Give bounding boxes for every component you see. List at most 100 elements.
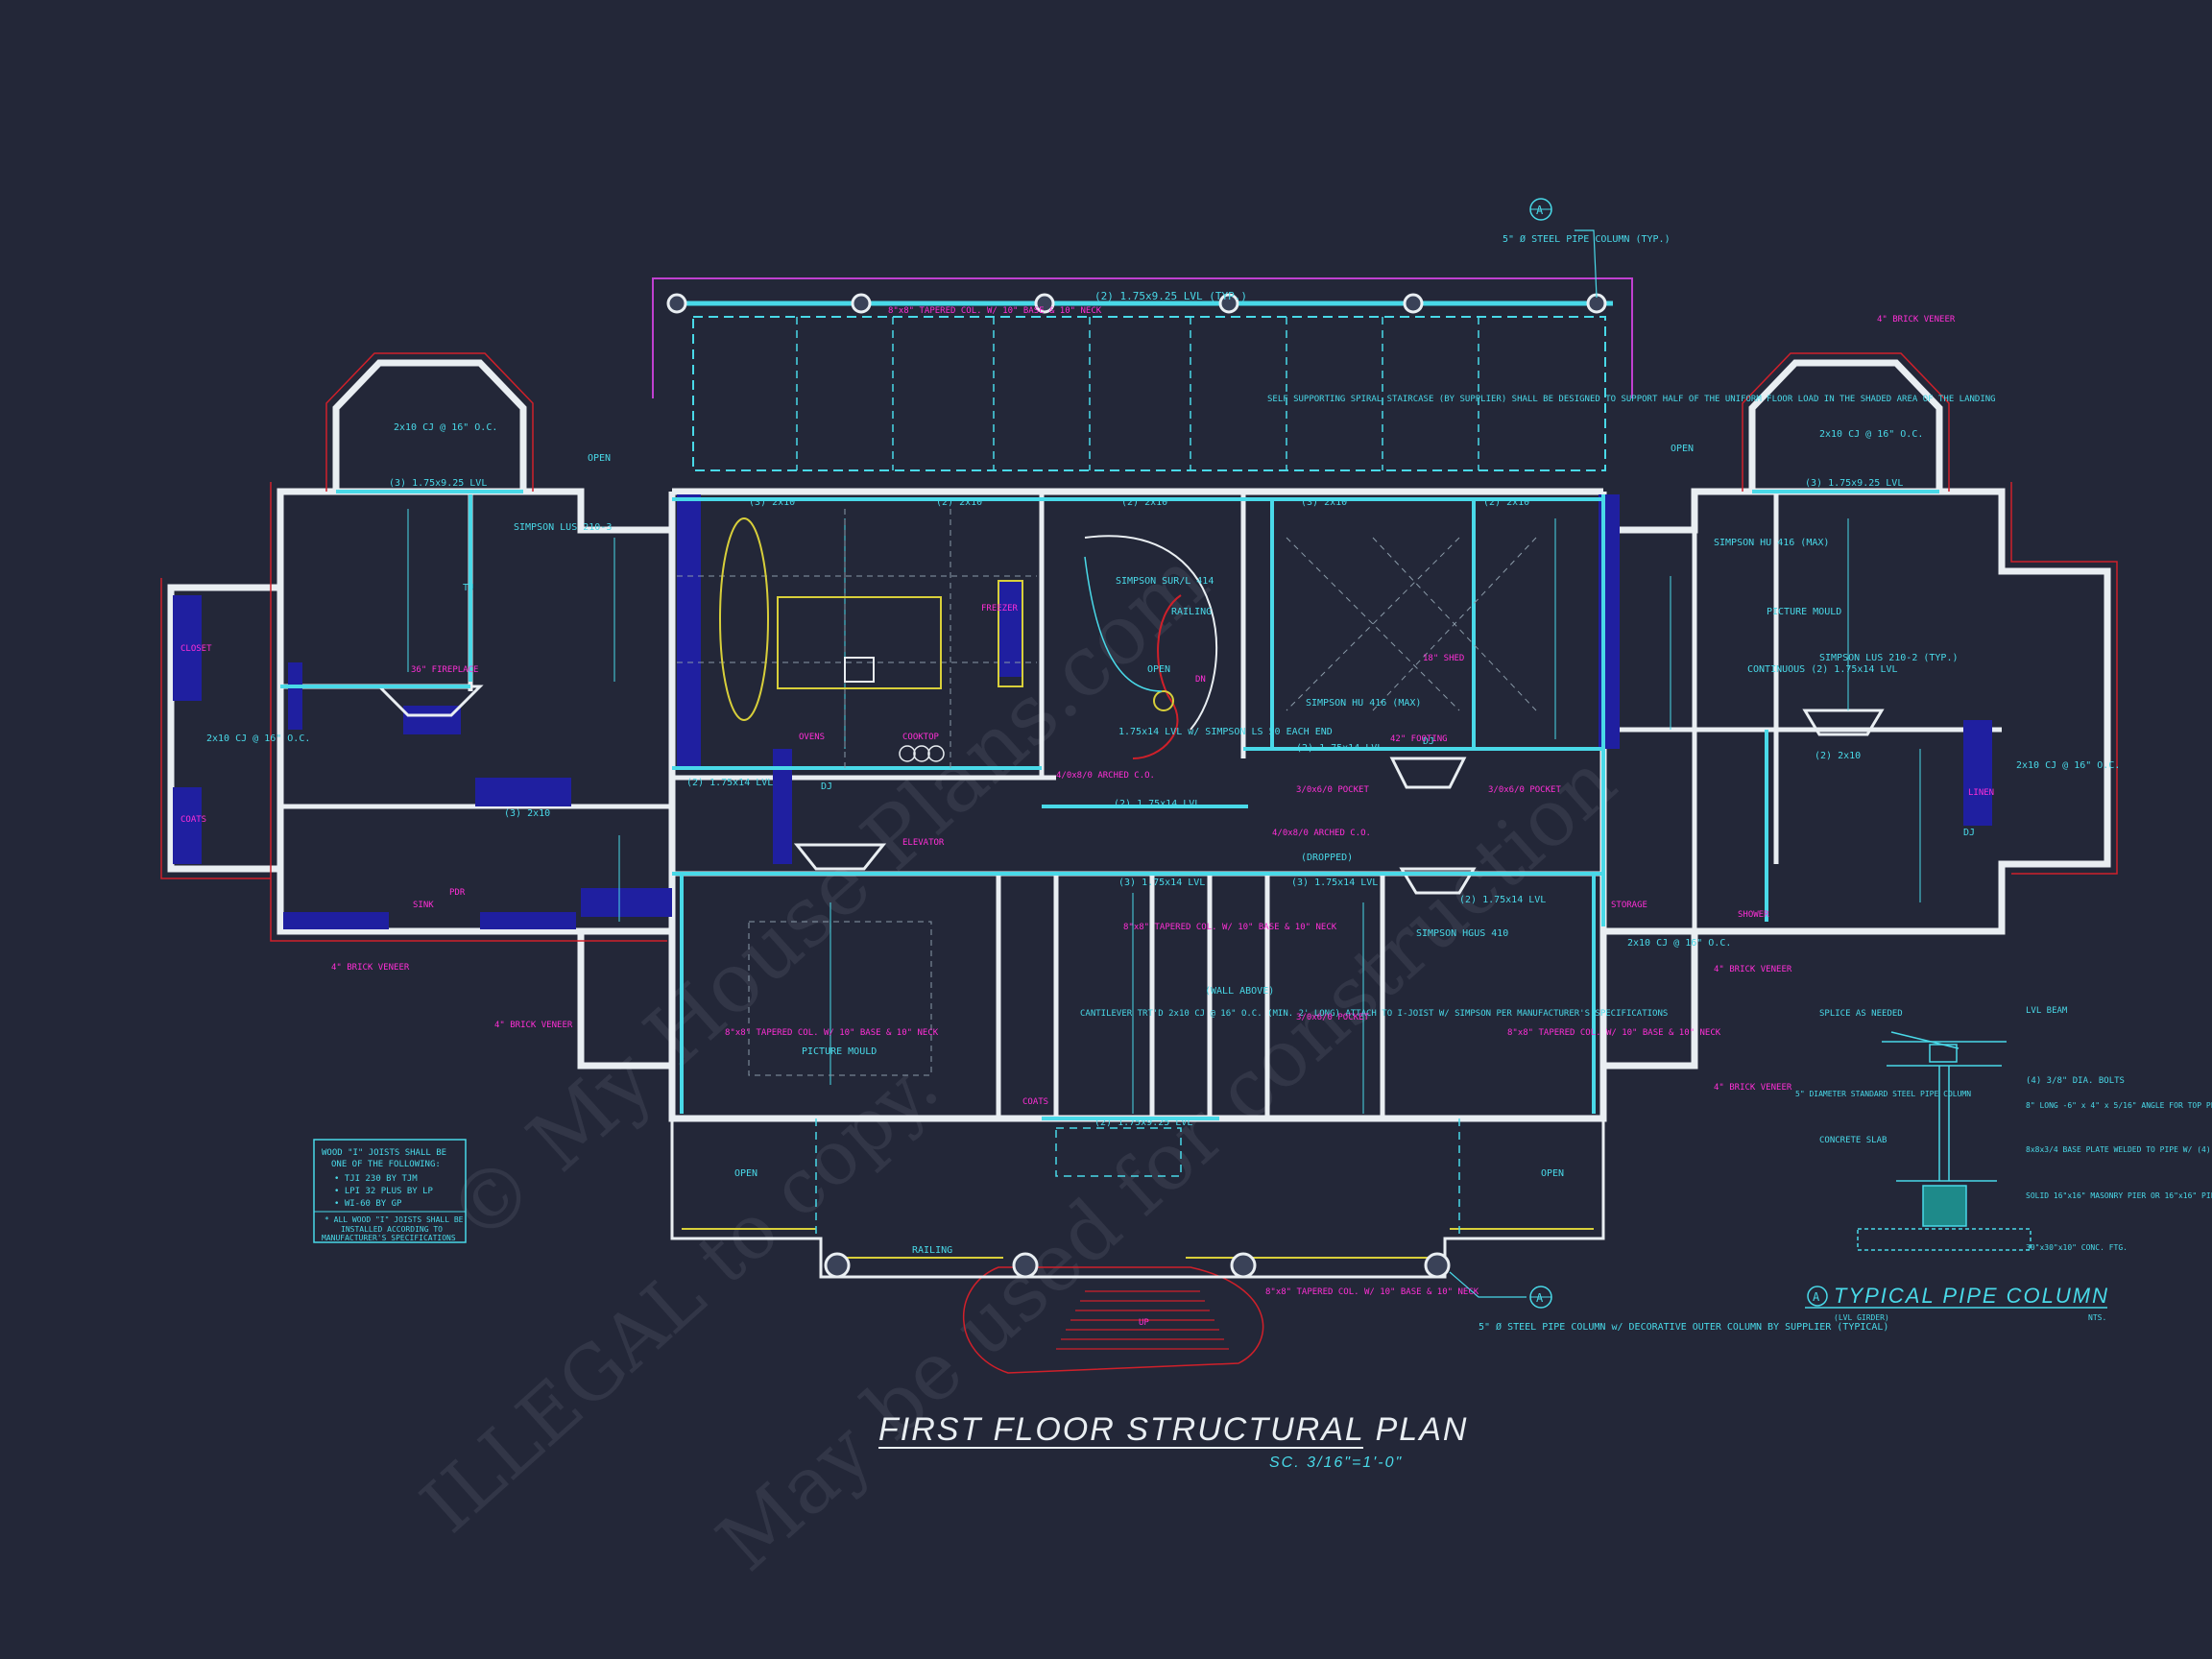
svg-text:SELF SUPPORTING SPIRAL STAIRCA: SELF SUPPORTING SPIRAL STAIRCASE (BY SUP…: [1267, 395, 1996, 404]
svg-text:A: A: [1536, 204, 1544, 217]
svg-text:• TJI 230 BY TJM: • TJI 230 BY TJM: [334, 1174, 418, 1184]
svg-text:2x10 CJ @ 16" O.C.: 2x10 CJ @ 16" O.C.: [1819, 429, 1923, 440]
svg-text:(2) 2x10: (2) 2x10: [936, 497, 982, 508]
kitchen: [719, 517, 1023, 762]
svg-text:(LVL GIRDER): (LVL GIRDER): [1834, 1313, 1889, 1322]
svg-text:SOLID 16"x16" MASONRY PIER OR: SOLID 16"x16" MASONRY PIER OR 16"x16" PI…: [2026, 1191, 2212, 1200]
svg-text:(4) 3/8" DIA. BOLTS: (4) 3/8" DIA. BOLTS: [2026, 1076, 2125, 1086]
svg-text:30"x30"x10" CONC. FTG.: 30"x30"x10" CONC. FTG.: [2026, 1243, 2128, 1252]
svg-text:(2) 1.75x14 LVL: (2) 1.75x14 LVL: [686, 778, 773, 788]
svg-text:RAILING: RAILING: [1171, 607, 1212, 617]
blue-fill-blocks: [173, 494, 1992, 929]
svg-text:4" BRICK VENEER: 4" BRICK VENEER: [331, 963, 410, 973]
svg-text:SPLICE AS NEEDED: SPLICE AS NEEDED: [1819, 1009, 1903, 1019]
svg-text:SIMPSON HGUS 410: SIMPSON HGUS 410: [1416, 928, 1508, 939]
svg-text:4/0x8/0 ARCHED C.O.: 4/0x8/0 ARCHED C.O.: [1272, 829, 1371, 838]
svg-text:CONTINUOUS (2) 1.75x14 LVL: CONTINUOUS (2) 1.75x14 LVL: [1747, 664, 1898, 675]
svg-text:• LPI 32 PLUS BY LP: • LPI 32 PLUS BY LP: [334, 1187, 434, 1196]
svg-text:8x8x3/4 BASE PLATE WELDED TO P: 8x8x3/4 BASE PLATE WELDED TO PIPE W/ (4)…: [2026, 1145, 2212, 1154]
svg-text:4" BRICK VENEER: 4" BRICK VENEER: [1877, 315, 1956, 325]
svg-text:FREEZER: FREEZER: [981, 604, 1019, 613]
svg-text:CONCRETE SLAB: CONCRETE SLAB: [1819, 1136, 1887, 1145]
svg-text:* ALL WOOD "I" JOISTS SHALL BE: * ALL WOOD "I" JOISTS SHALL BE: [325, 1215, 464, 1224]
svg-text:42" FOOTING: 42" FOOTING: [1390, 734, 1448, 744]
svg-text:(2) 1.75x9.25 LVL: (2) 1.75x9.25 LVL: [1094, 1118, 1192, 1128]
svg-text:UP: UP: [1139, 1318, 1149, 1328]
svg-text:DJ: DJ: [1423, 736, 1434, 747]
beams: [280, 490, 1939, 1120]
svg-text:SIMPSON HU 416 (MAX): SIMPSON HU 416 (MAX): [1306, 698, 1421, 709]
svg-text:(DROPPED): (DROPPED): [1301, 853, 1353, 863]
svg-text:(2) 2x10: (2) 2x10: [1121, 497, 1167, 508]
svg-text:4/0x8/0 ARCHED C.O.: 4/0x8/0 ARCHED C.O.: [1056, 771, 1155, 781]
svg-text:CLOSET: CLOSET: [180, 644, 212, 654]
svg-text:PICTURE MOULD: PICTURE MOULD: [802, 1046, 877, 1057]
svg-text:(2) 2x10: (2) 2x10: [1815, 751, 1861, 761]
svg-text:COOKTOP: COOKTOP: [902, 733, 940, 742]
svg-text:2x10 CJ @ 16" O.C.: 2x10 CJ @ 16" O.C.: [206, 733, 310, 744]
svg-text:PICTURE MOULD: PICTURE MOULD: [1767, 607, 1841, 617]
svg-text:WOOD "I" JOISTS SHALL BE: WOOD "I" JOISTS SHALL BE: [322, 1148, 446, 1158]
svg-text:4" BRICK VENEER: 4" BRICK VENEER: [494, 1021, 573, 1030]
svg-text:OVENS: OVENS: [799, 733, 825, 742]
svg-text:SINK: SINK: [413, 901, 434, 910]
svg-text:TJ: TJ: [463, 583, 474, 593]
svg-text:(3) 1.75x9.25 LVL: (3) 1.75x9.25 LVL: [1805, 478, 1903, 489]
svg-text:OPEN: OPEN: [588, 453, 611, 464]
svg-text:(3) 1.75x9.25 LVL: (3) 1.75x9.25 LVL: [389, 478, 487, 489]
svg-text:(3) 2x10: (3) 2x10: [504, 808, 550, 819]
svg-text:18" SHED: 18" SHED: [1423, 654, 1464, 663]
red-outline: [160, 352, 2118, 1374]
svg-text:ONE OF THE FOLLOWING:: ONE OF THE FOLLOWING:: [331, 1160, 441, 1169]
svg-text:4" BRICK VENEER: 4" BRICK VENEER: [1714, 1083, 1792, 1093]
svg-text:PDR: PDR: [449, 888, 466, 898]
svg-text:• WI-60 BY GP: • WI-60 BY GP: [334, 1199, 402, 1209]
spiral-staircase: [1084, 535, 1218, 759]
column-callout-top: A 5" Ø STEEL PIPE COLUMN (TYP.): [1503, 198, 1671, 299]
svg-text:DN: DN: [1195, 675, 1206, 685]
svg-text:STORAGE: STORAGE: [1611, 901, 1647, 910]
svg-text:OPEN: OPEN: [734, 1168, 757, 1179]
svg-text:(2) 2x10: (2) 2x10: [1483, 497, 1529, 508]
svg-text:A: A: [1813, 1290, 1820, 1304]
svg-text:DJ: DJ: [821, 781, 832, 792]
column-callout-bottom: A 5" Ø STEEL PIPE COLUMN w/ DECORATIVE O…: [1449, 1271, 1888, 1333]
svg-text:RAILING: RAILING: [912, 1245, 952, 1256]
porch-beam-label: (2) 1.75x9.25 LVL (TYP.): [1094, 290, 1247, 302]
svg-text:SIMPSON HU 416 (MAX): SIMPSON HU 416 (MAX): [1714, 538, 1829, 548]
svg-text:1.75x14 LVL w/ SIMPSON LS 50 E: 1.75x14 LVL w/ SIMPSON LS 50 EACH END: [1118, 727, 1333, 737]
coffered-ceiling: [677, 509, 1537, 1076]
joist-note: WOOD "I" JOISTS SHALL BE ONE OF THE FOLL…: [313, 1139, 467, 1243]
svg-text:3/0x6/0 POCKET: 3/0x6/0 POCKET: [1296, 1013, 1369, 1022]
svg-text:(2) 1.75x14 LVL: (2) 1.75x14 LVL: [1459, 895, 1546, 905]
svg-text:36" FIREPLACE: 36" FIREPLACE: [411, 665, 478, 675]
svg-text:DJ: DJ: [1963, 828, 1975, 838]
drawing-title: FIRST FLOOR STRUCTURAL PLAN: [878, 1411, 1468, 1448]
svg-text:(3) 1.75x14 LVL: (3) 1.75x14 LVL: [1291, 878, 1378, 888]
svg-text:5" Ø STEEL PIPE COLUMN (TYP.): 5" Ø STEEL PIPE COLUMN (TYP.): [1503, 233, 1671, 245]
svg-text:OPEN: OPEN: [1541, 1168, 1564, 1179]
svg-text:A: A: [1536, 1291, 1544, 1305]
svg-text:8"x8" TAPERED COL. W/ 10" BASE: 8"x8" TAPERED COL. W/ 10" BASE & 10" NEC…: [1265, 1287, 1479, 1297]
svg-text:SIMPSON LUS 210-2 (TYP.): SIMPSON LUS 210-2 (TYP.): [1819, 653, 1959, 663]
svg-text:OPEN: OPEN: [1147, 664, 1170, 675]
svg-text:8"x8" TAPERED COL. W/ 10" BASE: 8"x8" TAPERED COL. W/ 10" BASE & 10" NEC…: [888, 306, 1102, 316]
svg-text:5" DIAMETER STANDARD STEEL PIP: 5" DIAMETER STANDARD STEEL PIPE COLUMN: [1795, 1090, 1971, 1098]
cyan-labels: SELF SUPPORTING SPIRAL STAIRCASE (BY SUP…: [206, 395, 2120, 1256]
svg-text:2x10 CJ @ 16" O.C.: 2x10 CJ @ 16" O.C.: [1627, 938, 1731, 949]
svg-text:COATS: COATS: [180, 815, 206, 825]
svg-text:SHOWER: SHOWER: [1738, 910, 1769, 920]
svg-text:(WALL ABOVE): (WALL ABOVE): [1205, 986, 1274, 997]
svg-text:5" Ø STEEL PIPE COLUMN w/ DECO: 5" Ø STEEL PIPE COLUMN w/ DECORATIVE OUT…: [1479, 1321, 1888, 1333]
svg-text:INSTALLED ACCORDING TO: INSTALLED ACCORDING TO: [341, 1225, 443, 1234]
svg-text:NTS.: NTS.: [2088, 1313, 2106, 1322]
svg-text:8"x8" TAPERED COL. W/ 10" BASE: 8"x8" TAPERED COL. W/ 10" BASE & 10" NEC…: [725, 1028, 939, 1038]
svg-text:(3) 2x10: (3) 2x10: [749, 497, 795, 508]
front-porch: [670, 1118, 1605, 1350]
open-markers: OPEN OPEN OPEN OPEN OPEN: [588, 444, 1694, 1179]
drawing-title-block: FIRST FLOOR STRUCTURAL PLAN SC. 3/16"=1'…: [878, 1411, 1468, 1471]
svg-text:OPEN: OPEN: [1671, 444, 1694, 454]
svg-text:COATS: COATS: [1022, 1097, 1048, 1107]
magenta-labels: 36" FIREPLACE 42" FOOTING 18" SHED CLOSE…: [180, 306, 1994, 1328]
svg-text:2x10 CJ @ 16" O.C.: 2x10 CJ @ 16" O.C.: [394, 422, 497, 433]
